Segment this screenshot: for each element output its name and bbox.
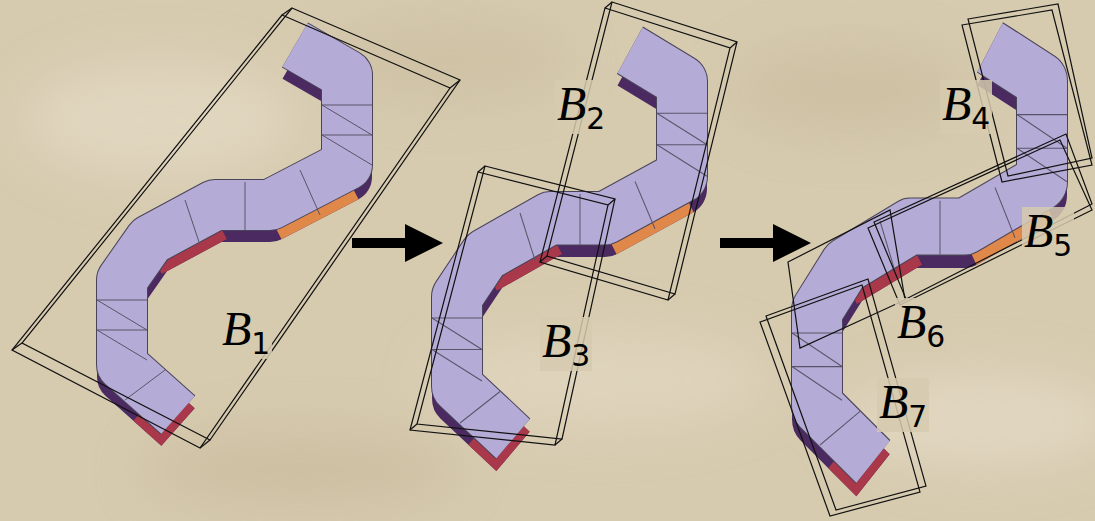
box-label-holder: B7 (877, 378, 929, 432)
arrow-head (773, 224, 811, 262)
label-subscript: 2 (586, 101, 605, 136)
arrow-head (405, 224, 443, 262)
label-letter: B (942, 77, 971, 130)
label-subscript: 6 (926, 319, 945, 354)
label-letter: B (897, 295, 926, 348)
label-subscript: 4 (971, 101, 990, 136)
box-label-holder: B4 (940, 80, 992, 134)
box-label: B1 (220, 305, 272, 359)
ribbon-stage-3 (792, 47, 1067, 475)
box-label: B2 (555, 80, 607, 134)
label-subscript: 7 (908, 399, 927, 434)
label-subscript: 3 (571, 338, 590, 373)
box-label-holder: B1 (220, 305, 272, 359)
box-label-holder: B6 (895, 298, 947, 352)
box-label: B3 (540, 317, 592, 371)
label-subscript: 5 (1053, 228, 1072, 263)
box-label: B7 (877, 378, 929, 432)
label-letter: B (879, 375, 908, 428)
label-letter: B (1024, 204, 1053, 257)
box-label: B5 (1022, 207, 1074, 261)
label-subscript: 1 (251, 326, 270, 361)
ribbon-stage-2 (432, 50, 707, 451)
bounding-boxes (12, 2, 1092, 516)
label-letter: B (542, 314, 571, 367)
box-label: B4 (940, 80, 992, 134)
arrow-shaft (720, 238, 775, 248)
box-label-holder: B2 (555, 80, 607, 134)
box-label-holder: B5 (1022, 207, 1074, 261)
ribbon-stage-1 (97, 45, 372, 427)
stage-arrows (352, 224, 811, 262)
marble-texture (20, 20, 1095, 510)
box-label-holder: B3 (540, 317, 592, 371)
label-letter: B (222, 302, 251, 355)
label-letter: B (557, 77, 586, 130)
box-label: B6 (895, 298, 947, 352)
arrow-shaft (352, 238, 407, 248)
